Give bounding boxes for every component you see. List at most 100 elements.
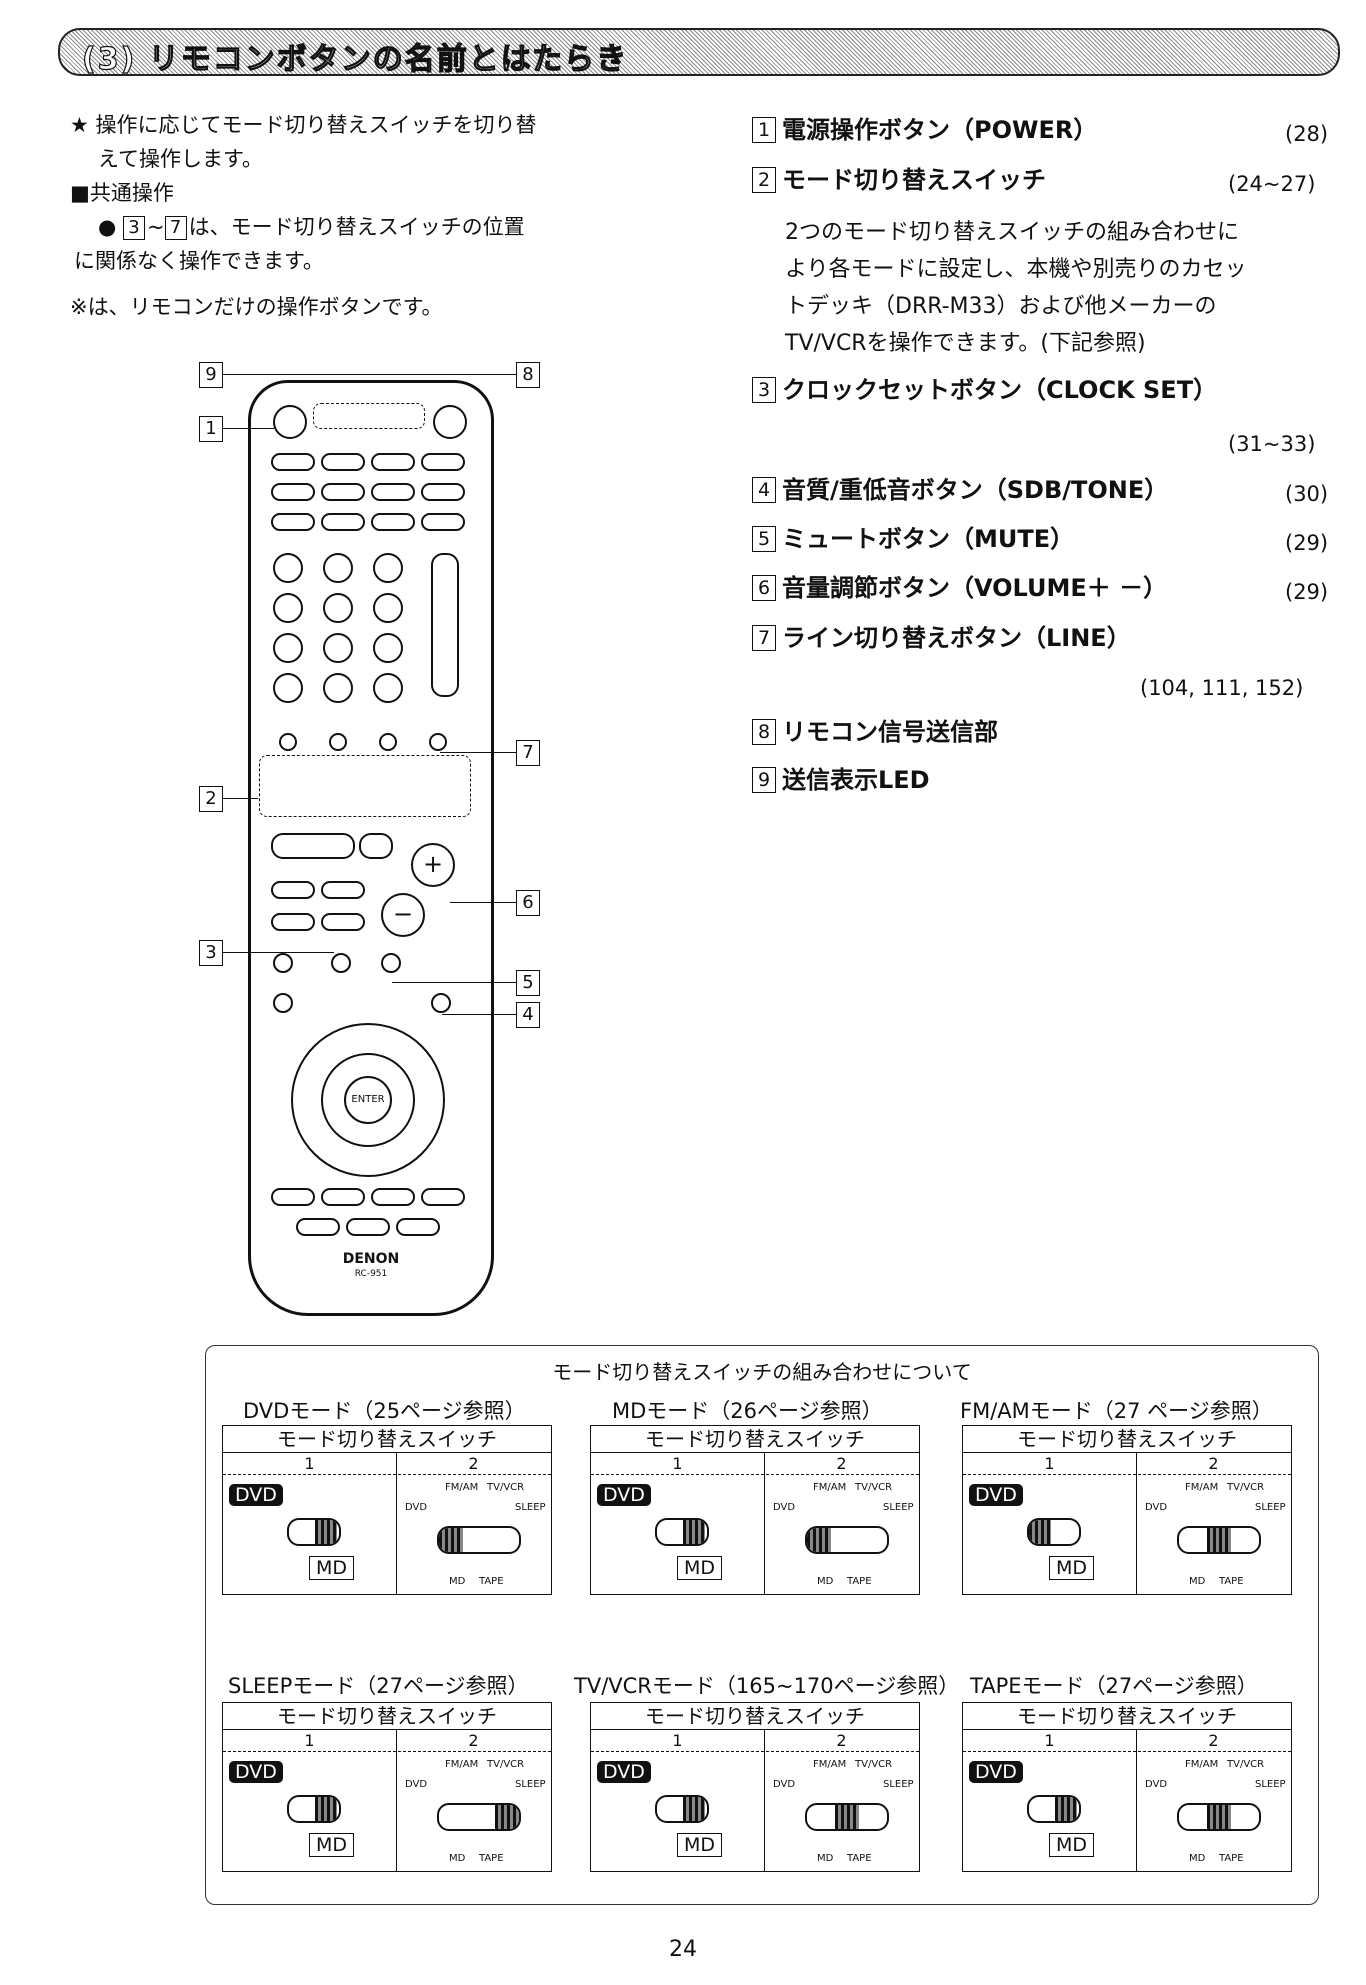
switch-col-2: 2 (1208, 1731, 1219, 1750)
item-number: 6 (752, 575, 776, 601)
tape-label: TAPE (479, 1576, 504, 1587)
mode-title: TV/VCRモード（165~170ページ参照） (574, 1674, 960, 1698)
callout-line (222, 798, 258, 799)
switch-2-icon (805, 1803, 889, 1831)
switch-col-2: 2 (836, 1731, 847, 1750)
sleep-label: SLEEP (883, 1502, 914, 1513)
number-key-icon (373, 633, 403, 663)
item-4-page: (30) (1285, 482, 1329, 506)
divider (591, 1751, 919, 1752)
fmam-label: FM/AM (1185, 1759, 1219, 1770)
remote-button-icon (273, 953, 293, 973)
divider (1136, 1729, 1137, 1871)
callout-line (440, 752, 516, 753)
divider (764, 1729, 765, 1871)
switch-header: モード切り替えスイッチ (591, 1426, 919, 1453)
switch-knob (439, 1528, 463, 1552)
mode-title: DVDモード（25ページ参照） (243, 1399, 526, 1423)
item-label: リモコン信号送信部 (782, 718, 998, 746)
switch-col-1: 1 (1044, 1454, 1055, 1473)
number-key-icon (373, 553, 403, 583)
remote-button-icon (296, 1218, 340, 1236)
sleep-label: SLEEP (1255, 1502, 1286, 1513)
divider (396, 1452, 397, 1594)
item-label: ミュートボタン（MUTE） (782, 525, 1075, 553)
item-1-page: (28) (1285, 122, 1329, 146)
md-small-label: MD (1189, 1853, 1206, 1864)
switch-knob (683, 1520, 705, 1544)
number-key-icon (323, 633, 353, 663)
item-3-page: (31~33) (1228, 432, 1316, 456)
power-button-icon (273, 405, 307, 439)
md-label: MD (677, 1833, 723, 1857)
remote-button-icon (321, 513, 365, 531)
item-label: 送信表示LED (782, 766, 930, 794)
number-key-icon (323, 593, 353, 623)
ref-box-3: 3 (123, 216, 146, 240)
star-note-line2: えて操作します。 (98, 147, 263, 171)
switch-header: モード切り替えスイッチ (963, 1426, 1291, 1453)
callout-5: 5 (516, 970, 540, 996)
number-key-icon (373, 593, 403, 623)
item-number: 7 (752, 625, 776, 651)
tape-label: TAPE (479, 1853, 504, 1864)
sleep-label: SLEEP (515, 1779, 546, 1790)
mode-title: SLEEPモード（27ページ参照） (228, 1674, 529, 1698)
switch-2-icon (805, 1526, 889, 1554)
tvvcr-label: TV/VCR (487, 1482, 525, 1493)
mode-title: TAPEモード（27ページ参照） (970, 1674, 1258, 1698)
divider (591, 1474, 919, 1475)
switch-col-1: 1 (304, 1731, 315, 1750)
callout-line (222, 952, 334, 953)
switch-col-2: 2 (468, 1731, 479, 1750)
switch-knob (315, 1797, 337, 1821)
remote-button-icon (371, 1188, 415, 1206)
callout-2: 2 (199, 786, 223, 812)
switch-col-2: 2 (468, 1454, 479, 1473)
callout-6: 6 (516, 890, 540, 916)
dvd-small-label: DVD (1145, 1779, 1168, 1790)
remote-button-icon (421, 453, 465, 471)
line-button-icon (429, 733, 447, 751)
switch-knob (835, 1805, 859, 1829)
divider (963, 1751, 1291, 1752)
md-label: MD (1049, 1833, 1095, 1857)
tape-label: TAPE (1219, 1853, 1244, 1864)
dvd-label: DVD (597, 1484, 651, 1506)
number-key-icon (273, 633, 303, 663)
remote-button-icon (329, 733, 347, 751)
remote-button-icon (371, 453, 415, 471)
tvvcr-label: TV/VCR (487, 1759, 525, 1770)
dvd-small-label: DVD (405, 1502, 428, 1513)
callout-line (222, 374, 372, 375)
number-key-icon (273, 553, 303, 583)
item-2-page: (24~27) (1228, 172, 1316, 196)
number-key-icon (323, 553, 353, 583)
item-number: 1 (752, 117, 776, 143)
desc-line: トデッキ（DRR-M33）および他メーカーの (785, 294, 1217, 319)
remote-control-illustration: + − ENTER DENON RC-951 (248, 380, 494, 1316)
callout-line (442, 1014, 516, 1015)
remote-button-icon (271, 1188, 315, 1206)
enter-button-icon: ENTER (344, 1076, 392, 1124)
switch-knob (683, 1797, 705, 1821)
dvd-label: DVD (597, 1761, 651, 1783)
md-small-label: MD (1189, 1576, 1206, 1587)
brand-logo: DENON (342, 1251, 400, 1267)
switch-2-icon (437, 1803, 521, 1831)
item-number: 4 (752, 477, 776, 503)
fmam-label: FM/AM (813, 1482, 847, 1493)
remote-only-note: ※は、リモコンだけの操作ボタンです。 (70, 295, 443, 319)
divider (963, 1474, 1291, 1475)
channel-rocker-icon (431, 553, 459, 697)
mode-combination-panel: モード切り替えスイッチの組み合わせについて (205, 1345, 1319, 1905)
dvd-label: DVD (229, 1761, 283, 1783)
switch-1-icon (655, 1795, 709, 1823)
fmam-label: FM/AM (813, 1759, 847, 1770)
callout-8: 8 (516, 362, 540, 388)
